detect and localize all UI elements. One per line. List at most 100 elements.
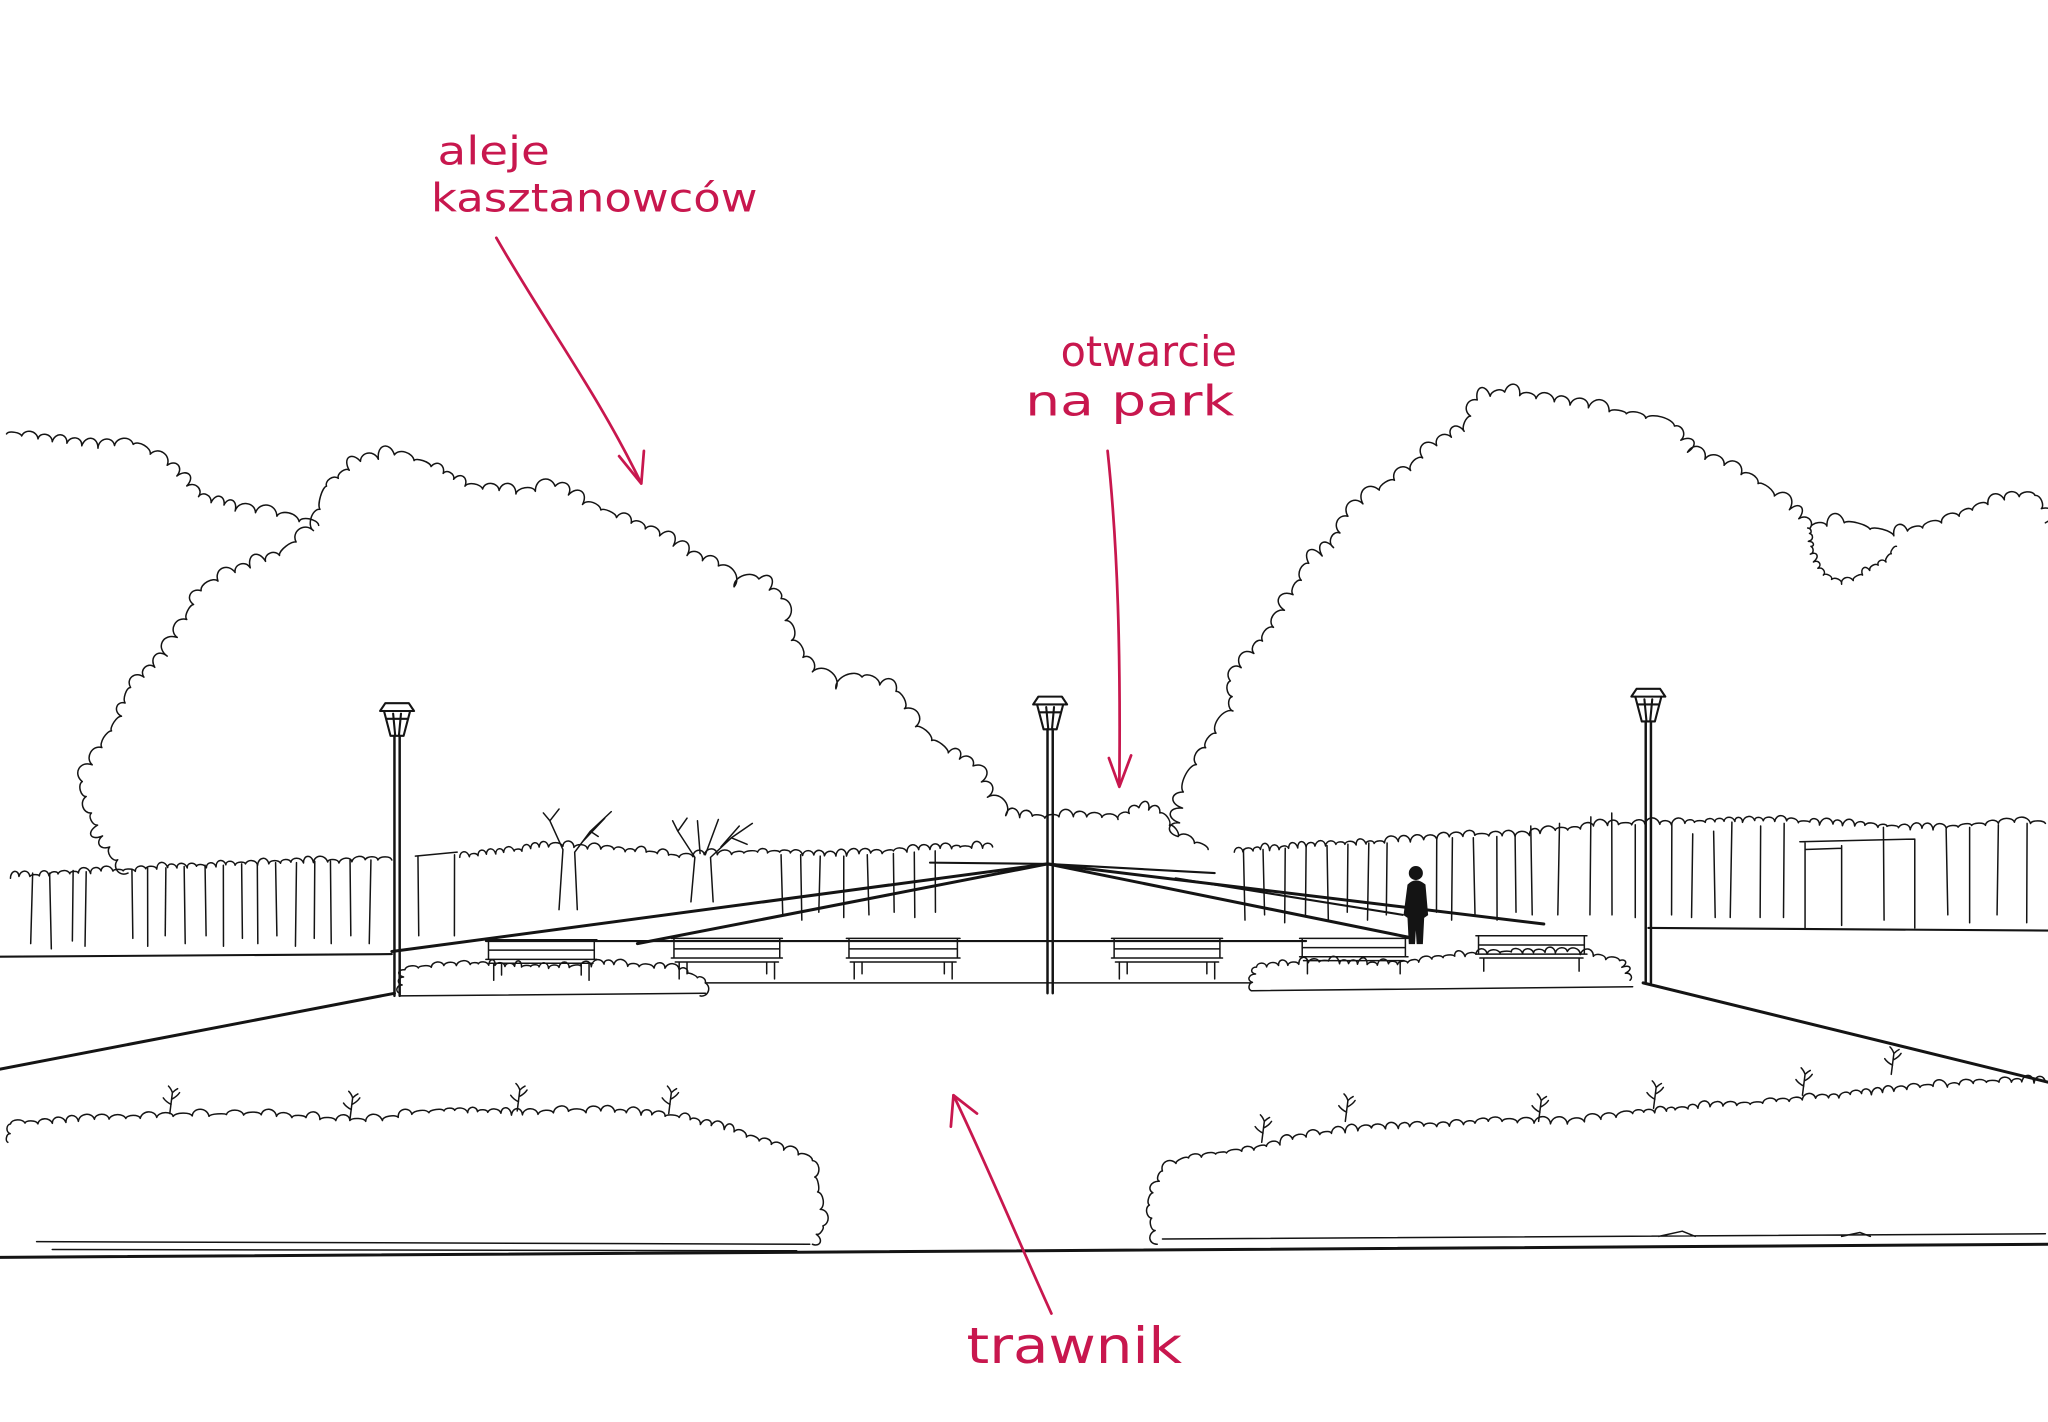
- tree-trunk: [368, 859, 372, 945]
- ground-edge-right: [1641, 981, 2048, 1084]
- park-bench: [1110, 937, 1224, 980]
- tree-trunk: [71, 869, 74, 942]
- tree-trunk: [183, 865, 186, 945]
- hedge-front-left: [5, 1104, 829, 1246]
- small-tree-left: [542, 808, 613, 911]
- person-head: [1408, 866, 1423, 881]
- hedge-sprig: [1531, 1093, 1550, 1123]
- tree-trunk: [1945, 827, 1949, 916]
- hedge-sprig: [1338, 1093, 1356, 1123]
- hedge-sprig: [661, 1085, 680, 1115]
- tree-trunk: [240, 863, 244, 940]
- person-body: [1403, 880, 1429, 945]
- tree-line-right: [1233, 814, 2047, 853]
- street-lamp-left: [379, 702, 416, 998]
- tree-trunk: [329, 860, 332, 945]
- tree-trunk: [1346, 843, 1349, 914]
- tree-trunk: [164, 867, 167, 937]
- tree-trunk: [313, 860, 316, 940]
- path-line-left-long: [390, 862, 1050, 953]
- tree-trunk: [1712, 830, 1716, 919]
- tree-line-left: [9, 855, 393, 880]
- annotation-park-opening: otwarcie na park: [1025, 327, 1237, 789]
- path-line-right-long: [1046, 862, 1546, 926]
- person-silhouette: [1403, 866, 1429, 945]
- tree-trunk: [1385, 842, 1388, 916]
- hedge-sprig: [1254, 1114, 1273, 1144]
- hedge-sprig: [509, 1082, 528, 1112]
- hedge-sprig: [342, 1090, 361, 1120]
- tree-trunk: [1996, 823, 2000, 916]
- park-bench: [1475, 935, 1588, 972]
- shrubs-bench-left: [396, 958, 710, 997]
- tree-trunk: [1326, 844, 1330, 921]
- tree-trunk: [29, 872, 34, 945]
- tree-trunk: [48, 872, 53, 950]
- tree-trunk: [204, 864, 207, 937]
- tree-trunk: [1690, 833, 1694, 919]
- shrubs-bench-left-base: [398, 992, 707, 997]
- arrow-shaft: [1106, 449, 1122, 786]
- shrub-canopy-center: [1004, 800, 1209, 851]
- bench-shrubs: [396, 946, 1634, 997]
- tree-trunk: [1882, 826, 1885, 921]
- arrow-head: [1107, 754, 1133, 789]
- street-lamp-right: [1630, 687, 1667, 985]
- shrubs-bench-right: [1248, 946, 1633, 992]
- tree-trunk: [1366, 842, 1370, 921]
- hedge-base-left: [35, 1240, 811, 1252]
- tree-trunk: [799, 854, 803, 921]
- front-hedges: [5, 1046, 2047, 1252]
- tree-trunk: [131, 868, 134, 940]
- tree-trunk: [294, 861, 298, 948]
- horizon-line-right: [1647, 926, 2048, 932]
- tree-trunk: [1304, 846, 1307, 916]
- tree-trunk: [1242, 848, 1246, 921]
- park-pavilion: [1799, 838, 1916, 929]
- lamp-head: [1630, 687, 1667, 723]
- tree-trunk: [1557, 822, 1561, 916]
- tree-trunk: [892, 852, 895, 914]
- small-tree-right: [671, 817, 754, 903]
- trunk-top-edge: [414, 851, 458, 857]
- path-line-right-short: [1046, 862, 1410, 939]
- arrow-shaft: [494, 236, 642, 483]
- arrow-shaft: [952, 1093, 1053, 1315]
- arrow-head: [949, 1093, 979, 1128]
- tree-trunk: [1450, 837, 1454, 921]
- park-bench: [845, 937, 961, 980]
- annotation-chestnut-alleys: aleje kasztanowców: [431, 130, 758, 485]
- hedge-base-right: [1161, 1230, 2047, 1240]
- street-lamp-center: [1032, 695, 1069, 995]
- tree-trunk: [417, 855, 420, 937]
- plaza-paths: [390, 861, 1546, 953]
- tree-trunk: [1729, 821, 1733, 919]
- tree-trunk: [1782, 822, 1785, 919]
- horizon-line-left: [0, 953, 393, 958]
- tree-trunk: [1759, 825, 1762, 919]
- foliage-cluster-right: [1806, 527, 1898, 585]
- tree-trunk: [913, 851, 916, 919]
- lamp-pole: [1644, 720, 1653, 985]
- chestnut-tree-canopy-left: [77, 445, 1009, 875]
- tree-trunk: [256, 863, 259, 945]
- hedge-sprig: [1795, 1067, 1813, 1097]
- lamp-head: [1032, 695, 1069, 731]
- tree-trunks: [29, 812, 2028, 950]
- tree-trunk: [1589, 816, 1592, 916]
- tree-trunk: [1262, 848, 1266, 916]
- tree-trunk: [780, 854, 784, 916]
- annotation-alleys-line1: aleje: [438, 130, 550, 175]
- chestnut-tree-canopy-right: [1168, 383, 2048, 838]
- lamp-pole: [1046, 728, 1054, 995]
- hedge-sprig: [1883, 1046, 1902, 1076]
- annotation-lawn-label: trawnik: [967, 1317, 1183, 1375]
- ground-edge-left: [0, 991, 396, 1071]
- background-trees: [5, 383, 2048, 950]
- tree-trunk: [84, 871, 87, 948]
- lamp-pole: [393, 734, 401, 998]
- background-canopy-left: [5, 430, 320, 527]
- lamp-head: [379, 702, 416, 737]
- tree-trunk: [274, 861, 278, 937]
